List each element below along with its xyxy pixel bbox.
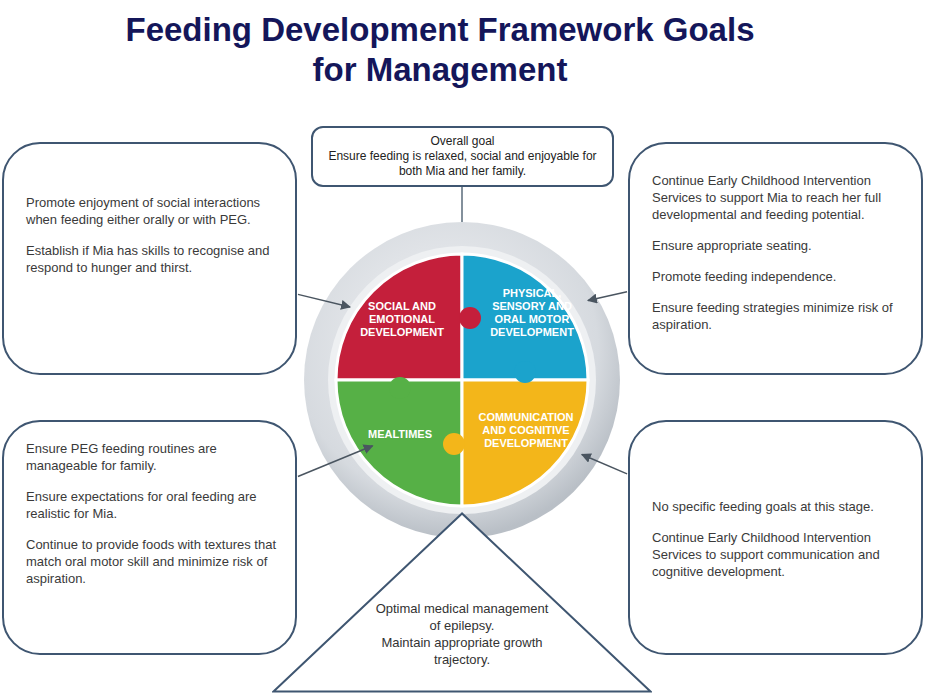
medical-triangle: Optimal medical management of epilepsy.M… — [272, 512, 652, 693]
goal-text: Maintain appropriate growth trajectory. — [372, 634, 552, 668]
puzzle-piece-label: SOCIAL AND EMOTIONAL DEVELOPMENT — [352, 296, 452, 343]
goal-text: Continue Early Childhood Intervention Se… — [652, 529, 905, 580]
connector-arrow — [298, 294, 350, 307]
goal-text: COMMUNICATION AND COGNITIVE DEVELOPMENT — [475, 411, 577, 450]
goal-text: Promote enjoyment of social interactions… — [26, 194, 279, 228]
goal-text: Ensure appropriate seating. — [652, 237, 905, 254]
goal-box: No specific feeding goals at this stage.… — [628, 420, 923, 655]
connector-arrow — [588, 292, 627, 301]
wheel-ring — [304, 222, 620, 538]
goal-box: Ensure PEG feeding routines are manageab… — [2, 420, 297, 655]
connector-arrow — [582, 454, 627, 473]
goal-text: SOCIAL AND EMOTIONAL DEVELOPMENT — [355, 300, 449, 339]
goal-text: Continue to provide foods with textures … — [26, 536, 279, 587]
goal-text: Continue Early Childhood Intervention Se… — [652, 172, 905, 223]
puzzle-piece-label: COMMUNICATION AND COGNITIVE DEVELOPMENT — [472, 407, 580, 454]
goal-text: No specific feeding goals at this stage. — [652, 498, 905, 515]
connector-arrow — [298, 446, 373, 477]
goal-box: Overall goalEnsure feeding is relaxed, s… — [311, 126, 614, 187]
goal-text: Ensure feeding strategies minimize risk … — [652, 299, 905, 333]
goal-text: Promote feeding independence. — [652, 268, 905, 285]
goal-text: Optimal medical management of epilepsy. — [372, 600, 552, 634]
goal-box: Promote enjoyment of social interactions… — [2, 142, 297, 375]
goal-text: Ensure expectations for oral feeding are… — [26, 488, 279, 522]
goal-text: MEALTIMES — [361, 428, 439, 441]
goal-box: Continue Early Childhood Intervention Se… — [628, 142, 923, 375]
goal-text: Establish if Mia has skills to recognise… — [26, 242, 279, 276]
puzzle-pieces — [336, 254, 588, 506]
goal-text: Ensure PEG feeding routines are manageab… — [26, 440, 279, 474]
puzzle-piece-label: MEALTIMES — [358, 424, 442, 445]
goal-heading: Overall goal — [321, 134, 604, 149]
goal-text: PHYSICAL, SENSORY AND ORAL MOTOR DEVELOP… — [481, 287, 583, 339]
wheel-inner — [328, 246, 596, 514]
puzzle-piece-label: PHYSICAL, SENSORY AND ORAL MOTOR DEVELOP… — [478, 283, 586, 343]
diagram-title: Feeding Development Framework Goals for … — [120, 10, 760, 90]
goal-text: Ensure feeding is relaxed, social and en… — [321, 149, 604, 179]
